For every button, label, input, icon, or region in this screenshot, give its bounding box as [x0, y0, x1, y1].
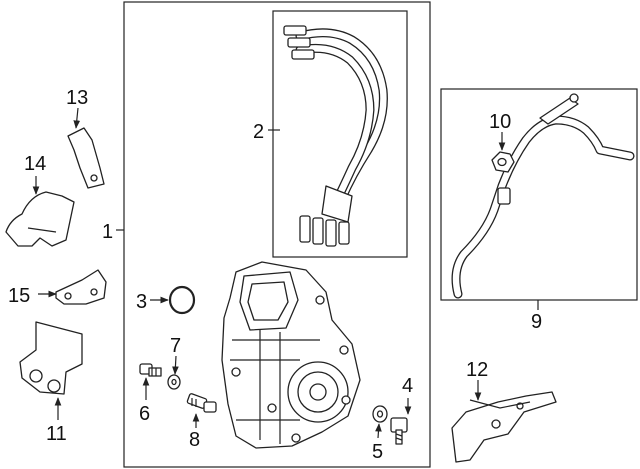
callout-7: 7: [170, 335, 181, 357]
callout-5: 5: [372, 441, 383, 463]
bolt-part-4: [390, 417, 408, 445]
plug-part-6: [139, 363, 162, 377]
callout-2: 2: [253, 121, 264, 143]
callout-13: 13: [66, 87, 88, 109]
bracket-part-14: [5, 191, 75, 247]
callout-3: 3: [136, 291, 147, 313]
bracket-part-13: [67, 127, 105, 189]
gasket-part-7: [167, 374, 181, 390]
callout-1: 1: [102, 221, 113, 243]
callout-8: 8: [189, 429, 200, 451]
o-ring-part-3: [168, 285, 196, 315]
bracket-part-11: [19, 321, 83, 395]
bracket-part-12: [451, 391, 557, 463]
callout-6: 6: [139, 403, 150, 425]
callout-15: 15: [8, 285, 30, 307]
callout-10: 10: [489, 111, 511, 133]
leader-lines: [32, 107, 539, 439]
breather-hose-part-9: [451, 93, 635, 299]
frame-harness-2: [272, 10, 408, 258]
callout-11: 11: [46, 423, 67, 445]
nut-part-10: [491, 151, 515, 173]
frame-hose-9: [440, 88, 638, 301]
drain-bolt-part-8: [186, 393, 217, 413]
wire-harness-part-2: [283, 25, 388, 247]
washer-part-5: [372, 405, 388, 423]
frame-assembly-1: [123, 1, 431, 468]
transaxle-assembly-part-1: [221, 261, 361, 449]
callout-9: 9: [531, 311, 542, 333]
bracket-part-15: [55, 269, 107, 305]
callout-14: 14: [24, 153, 46, 175]
callout-12: 12: [466, 359, 488, 381]
callout-4: 4: [402, 375, 413, 397]
